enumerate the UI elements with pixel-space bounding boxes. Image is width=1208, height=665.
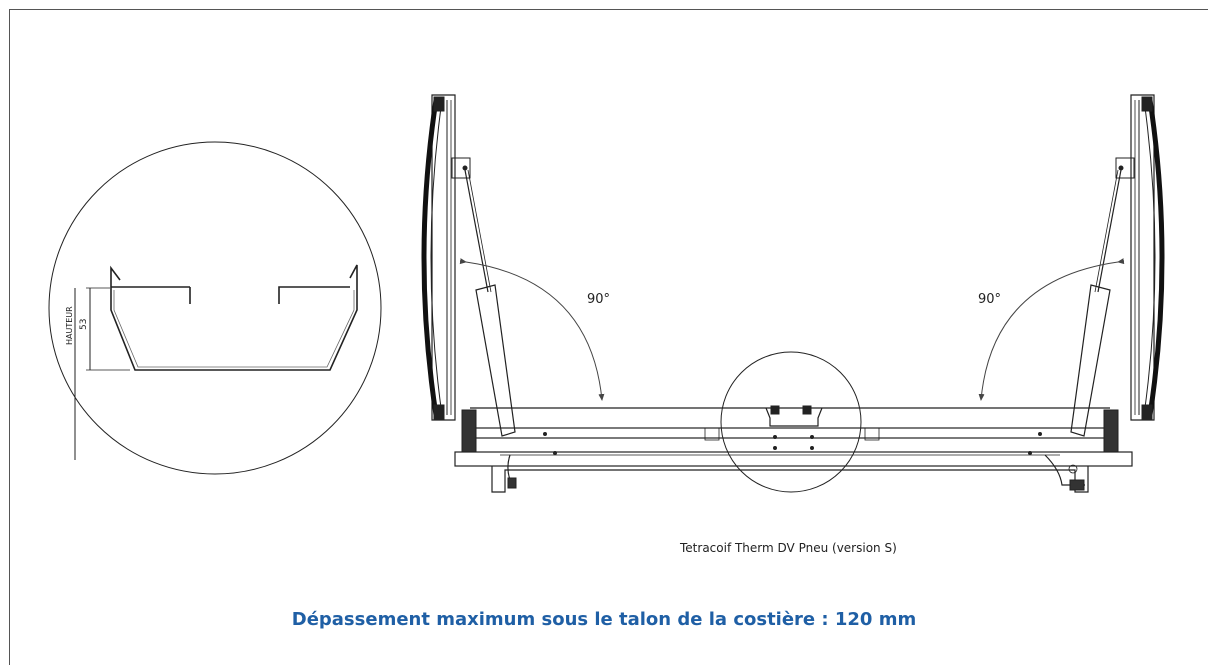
left-angle-label: 90° bbox=[587, 292, 610, 307]
diagram-caption: Tetracoif Therm DV Pneu (version S) bbox=[680, 541, 897, 555]
right-lid bbox=[1070, 94, 1165, 437]
right-angle-arc bbox=[978, 258, 1125, 401]
base-frame bbox=[454, 407, 1133, 493]
detail-circle bbox=[48, 141, 382, 475]
right-angle-label: 90° bbox=[978, 292, 1001, 307]
overhang-note: Dépassement maximum sous le talon de la … bbox=[291, 609, 917, 630]
detail-magnifier: HAUTEUR 53 bbox=[48, 141, 382, 475]
gutter-profile bbox=[110, 264, 358, 371]
technical-drawing: HAUTEUR 53 bbox=[48, 94, 1165, 493]
dimension-label: HAUTEUR bbox=[65, 306, 74, 345]
left-angle-arc bbox=[459, 258, 605, 401]
dimension-value: 53 bbox=[79, 319, 89, 330]
left-lid bbox=[421, 94, 516, 437]
center-detail bbox=[720, 351, 862, 493]
drawing-frame bbox=[9, 9, 1208, 665]
